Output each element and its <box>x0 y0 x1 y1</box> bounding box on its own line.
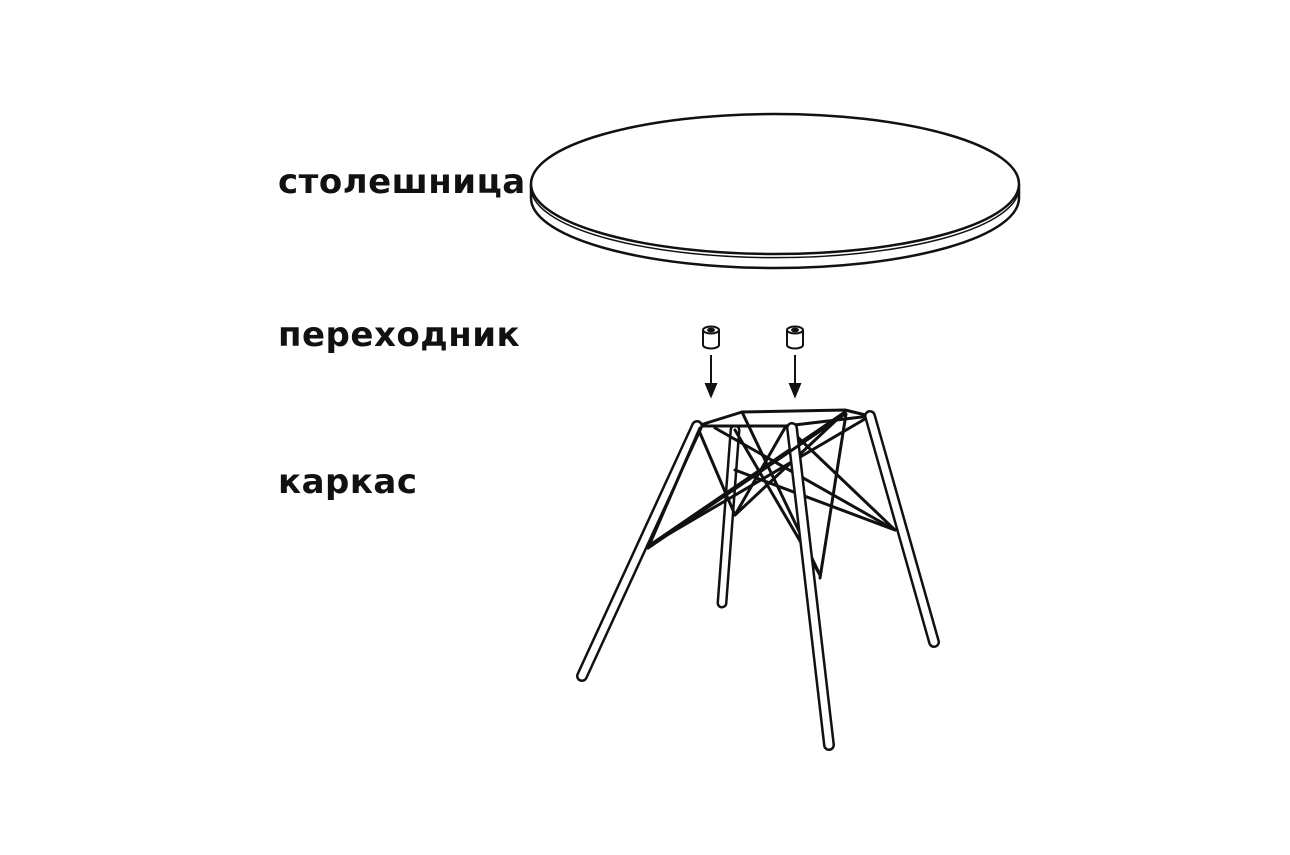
adapter-left <box>702 325 720 350</box>
tabletop-illustration <box>529 112 1021 270</box>
label-adapter: переходник <box>278 315 521 355</box>
frame-leg-right <box>864 410 940 648</box>
tabletop-edge-line <box>531 193 1019 259</box>
frame-leg-back <box>716 424 741 609</box>
frame-leg-left <box>576 420 703 682</box>
tabletop-surface <box>529 112 1021 256</box>
label-tabletop: столешница <box>278 162 526 202</box>
label-frame: каркас <box>278 462 418 502</box>
frame-leg-front <box>786 422 835 751</box>
arrow-right <box>788 355 802 399</box>
adapter-right <box>786 325 804 350</box>
frame-wire-front <box>646 412 848 580</box>
frame-illustration <box>576 408 940 751</box>
arrow-left <box>704 355 718 399</box>
